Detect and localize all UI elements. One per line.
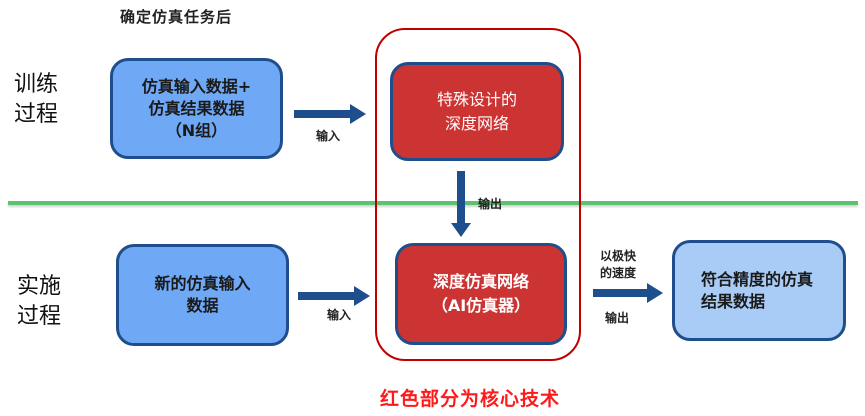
deployment-input-arrow-icon <box>298 286 370 306</box>
box-text-line: 结果数据 <box>701 291 766 311</box>
box-text-line: 特殊设计的 <box>436 89 517 109</box>
ai-simulator-box[interactable]: 深度仿真网络 （AI仿真器） <box>395 243 567 345</box>
network-output-arrow-icon <box>451 171 471 237</box>
phase-label-line: 过程 <box>17 304 62 329</box>
phase-label-line: 实施 <box>17 274 62 299</box>
training-input-arrow-icon <box>294 104 366 124</box>
box-text-line: （N组） <box>165 120 228 140</box>
core-technology-frame <box>375 28 581 361</box>
box-text-line: 仿真输入数据+ <box>141 76 252 96</box>
box-text-line: 仿真结果数据 <box>148 98 245 118</box>
result-data-text: 符合精度的仿真 结果数据 <box>701 269 813 313</box>
network-output-label: 输出 <box>478 197 503 211</box>
training-input-box[interactable]: 仿真输入数据+ 仿真结果数据 （N组） <box>110 58 283 159</box>
speed-label: 以极快 的速度 <box>600 248 636 282</box>
new-input-box[interactable]: 新的仿真输入 数据 <box>116 244 289 346</box>
new-input-text: 新的仿真输入 数据 <box>154 273 250 317</box>
phase-divider-line <box>8 201 858 205</box>
box-text-line: 深度仿真网络 <box>432 272 529 291</box>
top-caption: 确定仿真任务后 <box>120 8 233 26</box>
box-text-line: 深度网络 <box>444 113 509 133</box>
training-input-text: 仿真输入数据+ 仿真结果数据 （N组） <box>142 76 251 142</box>
ai-simulator-text: 深度仿真网络 （AI仿真器） <box>432 270 530 318</box>
deployment-input-arrow-label: 输入 <box>327 308 352 322</box>
special-deep-network-text: 特殊设计的 深度网络 <box>437 88 517 136</box>
result-output-label: 输出 <box>605 311 630 325</box>
result-output-arrow-icon <box>593 283 663 303</box>
box-text-line: 符合精度的仿真 <box>701 269 814 289</box>
speed-label-line: 的速度 <box>600 266 637 280</box>
box-text-line: 数据 <box>186 296 219 315</box>
phase-label-deployment: 实施 过程 <box>17 272 77 332</box>
box-text-line: 新的仿真输入 <box>154 274 251 293</box>
phase-label-line: 过程 <box>14 102 59 127</box>
phase-label-line: 训练 <box>14 72 59 97</box>
training-input-arrow-label: 输入 <box>316 129 341 143</box>
speed-label-line: 以极快 <box>600 249 637 263</box>
core-technology-note: 红色部分为核心技术 <box>380 388 561 410</box>
box-text-line: （AI仿真器） <box>431 296 531 315</box>
result-data-box[interactable]: 符合精度的仿真 结果数据 <box>672 240 846 341</box>
special-deep-network-box[interactable]: 特殊设计的 深度网络 <box>390 62 564 161</box>
phase-label-training: 训练 过程 <box>14 70 74 130</box>
